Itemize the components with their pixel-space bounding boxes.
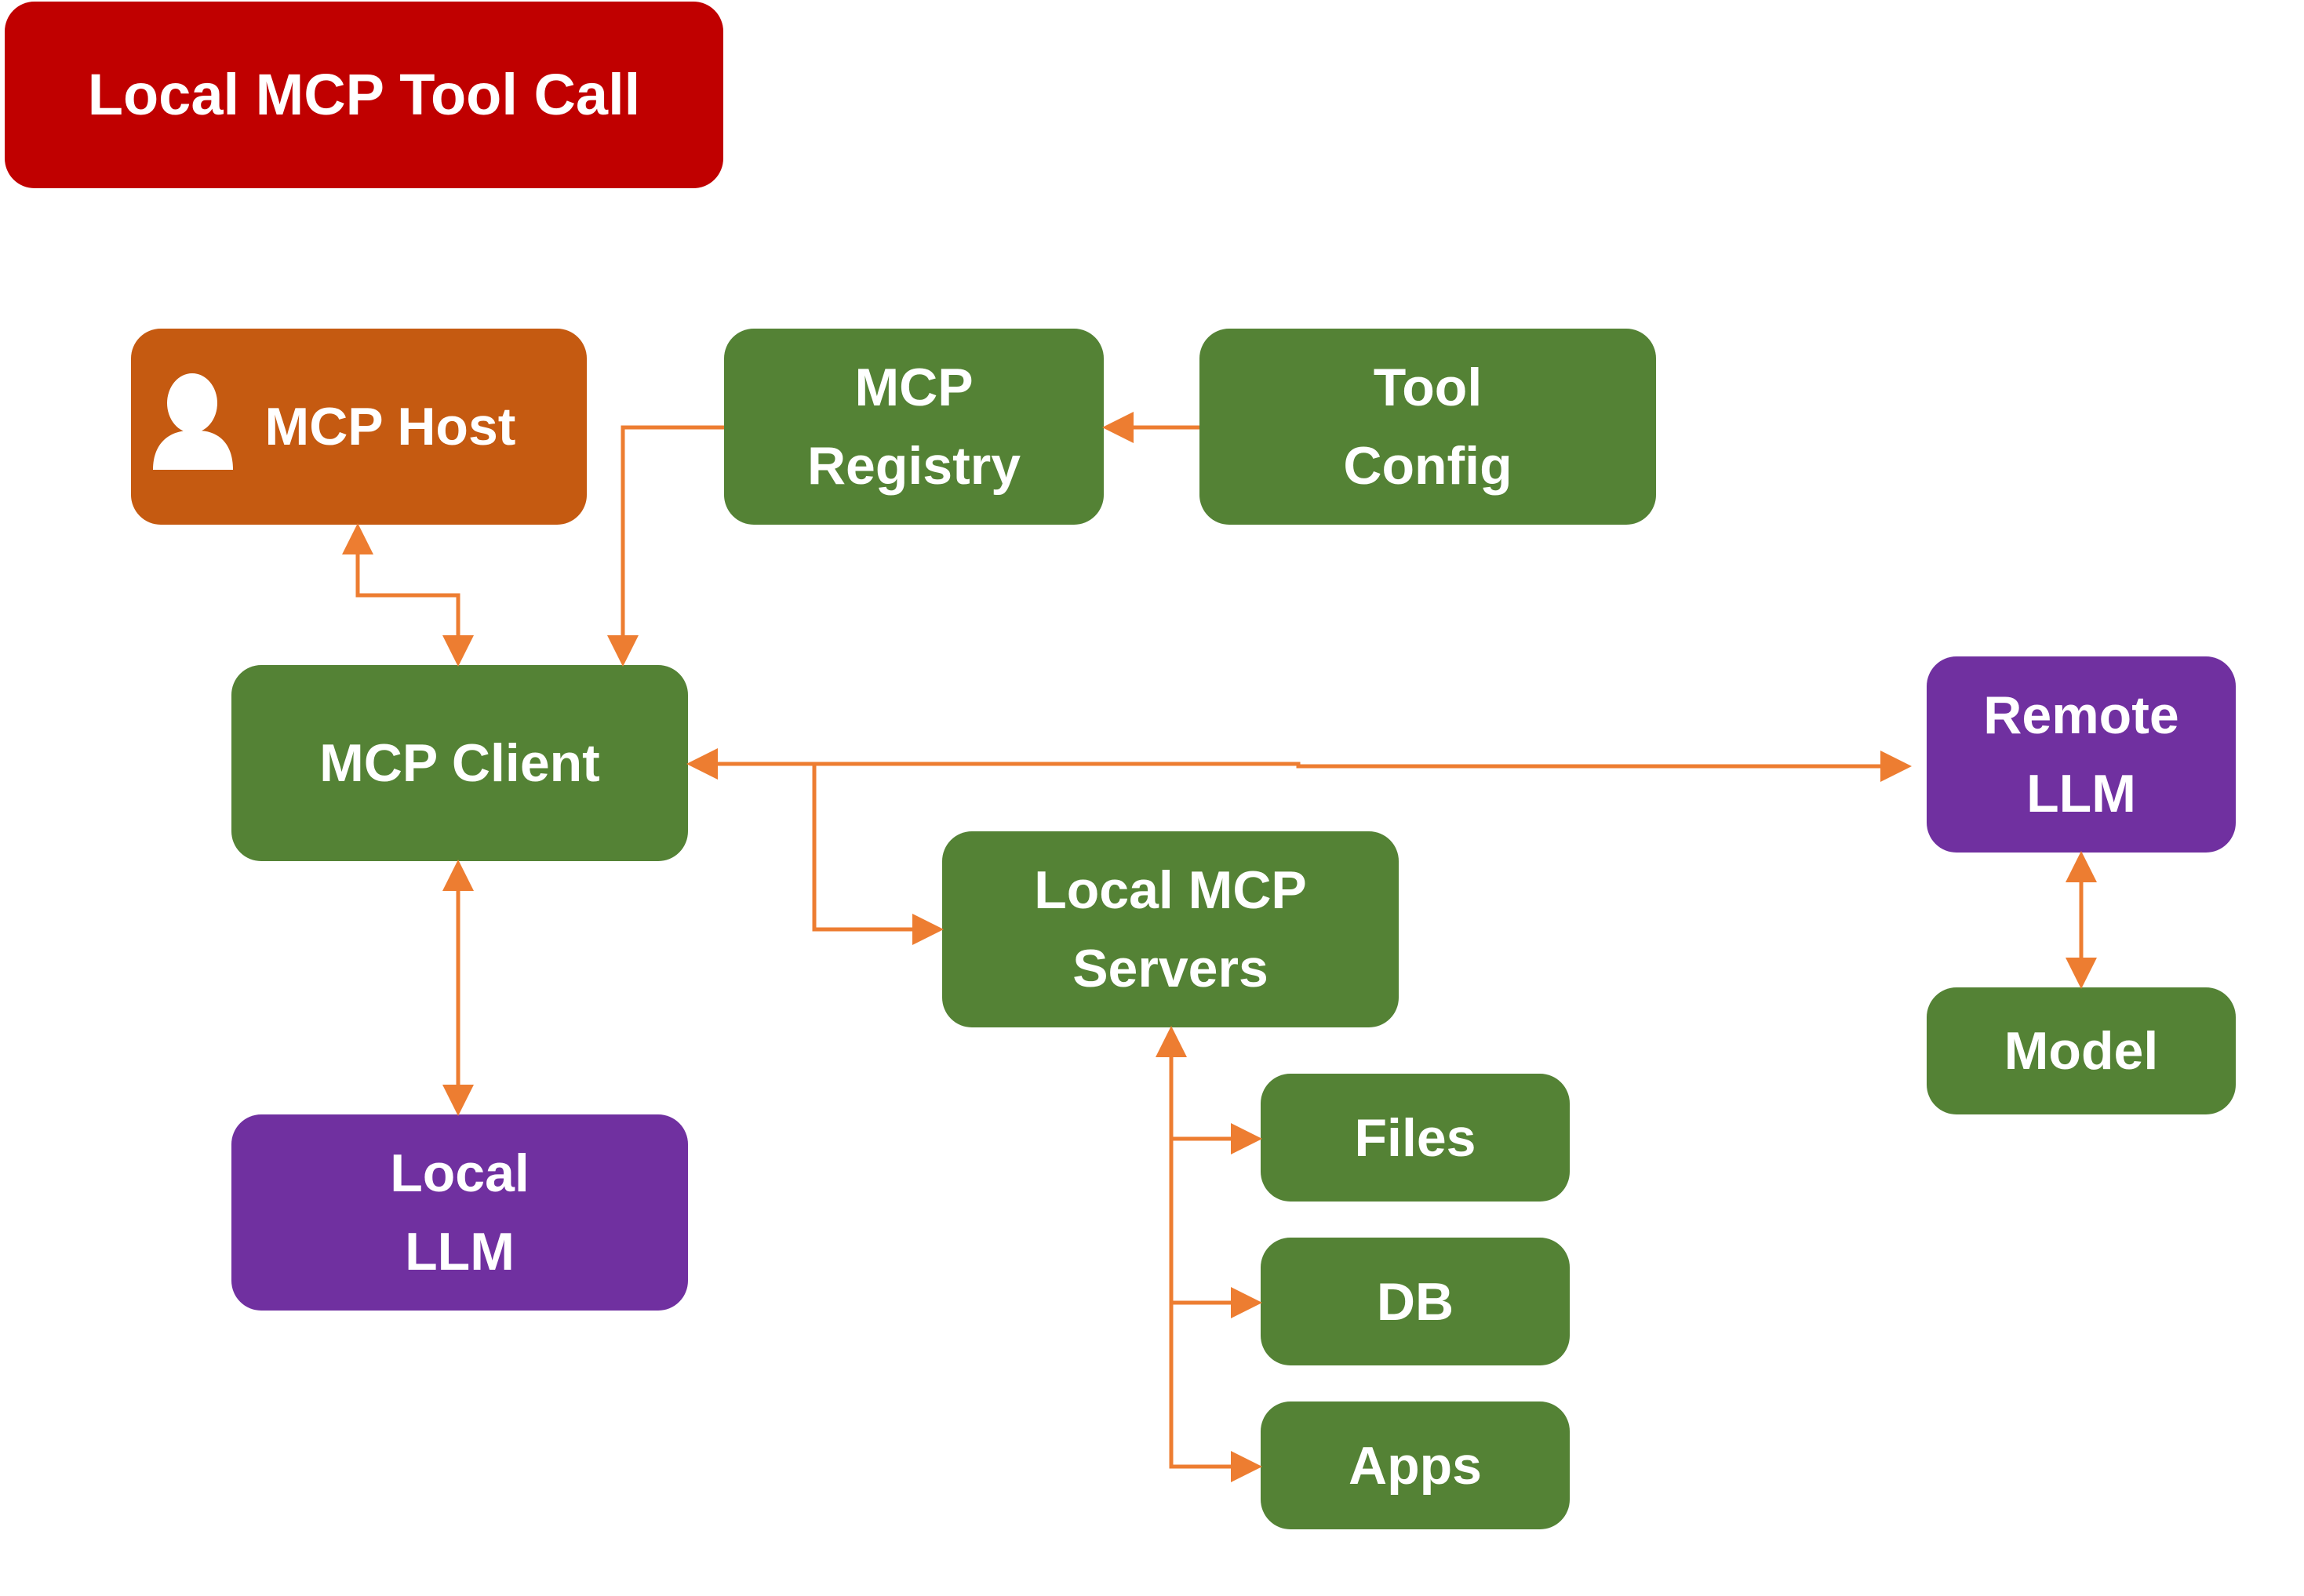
connector-host-client bbox=[342, 523, 474, 667]
title-banner: Local MCP Tool Call bbox=[5, 2, 723, 188]
node-label: Local MCP Servers bbox=[1034, 860, 1307, 998]
node-db[interactable]: DB bbox=[1261, 1238, 1570, 1365]
node-mcp-registry[interactable]: MCP Registry bbox=[724, 329, 1104, 525]
connector-servers-db bbox=[1169, 1139, 1262, 1318]
connector-registry-client bbox=[607, 425, 724, 667]
connector-client-local-servers bbox=[812, 764, 944, 945]
node-label: MCP Host bbox=[264, 397, 516, 456]
node-tool-config[interactable]: Tool Config bbox=[1199, 329, 1656, 525]
node-label: DB bbox=[1376, 1271, 1454, 1332]
node-local-mcp-servers[interactable]: Local MCP Servers bbox=[942, 831, 1399, 1027]
node-files[interactable]: Files bbox=[1261, 1074, 1570, 1202]
node-label: Tool Config bbox=[1343, 358, 1512, 496]
node-label: MCP Registry bbox=[806, 358, 1021, 496]
connector-servers-files bbox=[1156, 1026, 1262, 1154]
node-label: Files bbox=[1354, 1107, 1476, 1168]
person-icon bbox=[153, 373, 233, 470]
node-remote-llm[interactable]: Remote LLM bbox=[1927, 656, 2236, 853]
node-label: Remote LLM bbox=[1983, 685, 2179, 823]
node-local-llm[interactable]: Local LLM bbox=[231, 1114, 688, 1311]
node-model[interactable]: Model bbox=[1927, 987, 2236, 1114]
node-apps[interactable]: Apps bbox=[1261, 1401, 1570, 1529]
connector-servers-apps bbox=[1169, 1303, 1262, 1482]
node-label: Model bbox=[2004, 1021, 2159, 1081]
node-mcp-host[interactable]: MCP Host bbox=[131, 329, 587, 525]
node-label: MCP Client bbox=[319, 733, 600, 793]
node-label: Local LLM bbox=[390, 1143, 530, 1282]
node-mcp-client[interactable]: MCP Client bbox=[231, 665, 688, 861]
connector-client-remote-llm bbox=[686, 748, 1912, 782]
diagram-title: Local MCP Tool Call bbox=[87, 62, 641, 127]
node-label: Apps bbox=[1349, 1435, 1482, 1496]
